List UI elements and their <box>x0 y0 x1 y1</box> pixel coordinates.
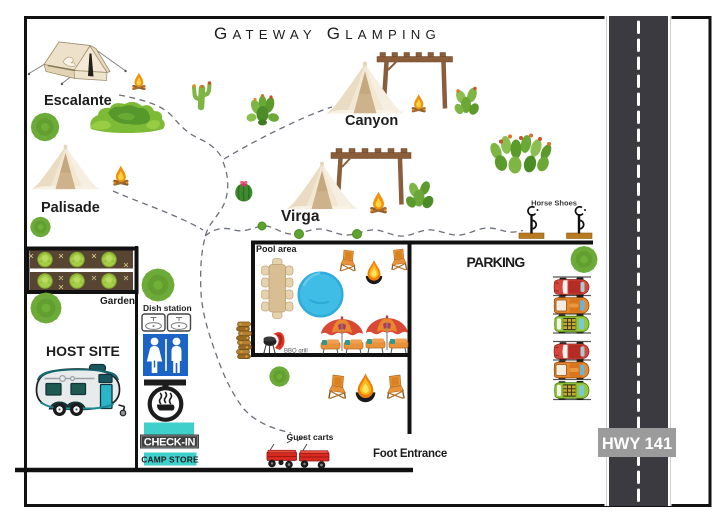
svg-text:HWY 141: HWY 141 <box>602 435 672 453</box>
svg-text:Palisade: Palisade <box>41 200 100 216</box>
svg-text:CAMP STORE: CAMP STORE <box>141 455 199 465</box>
svg-text:GATEWAY GLAMPING: GATEWAY GLAMPING <box>214 24 441 43</box>
svg-text:CHECK-IN: CHECK-IN <box>144 437 196 449</box>
svg-text:Virga: Virga <box>281 208 320 225</box>
svg-text:Guest carts: Guest carts <box>287 432 334 442</box>
svg-text:Dish station: Dish station <box>143 303 192 313</box>
svg-text:Foot Entrance: Foot Entrance <box>373 448 447 460</box>
svg-text:Horse Shoes: Horse Shoes <box>531 199 577 208</box>
svg-text:Canyon: Canyon <box>345 113 398 129</box>
svg-text:PARKING: PARKING <box>467 254 526 270</box>
svg-text:HOST SITE: HOST SITE <box>46 343 120 359</box>
svg-text:Pool area: Pool area <box>256 244 298 254</box>
svg-text:BBQ grill: BBQ grill <box>284 349 308 355</box>
svg-text:Escalante: Escalante <box>44 93 112 109</box>
svg-text:Garden: Garden <box>100 296 135 307</box>
